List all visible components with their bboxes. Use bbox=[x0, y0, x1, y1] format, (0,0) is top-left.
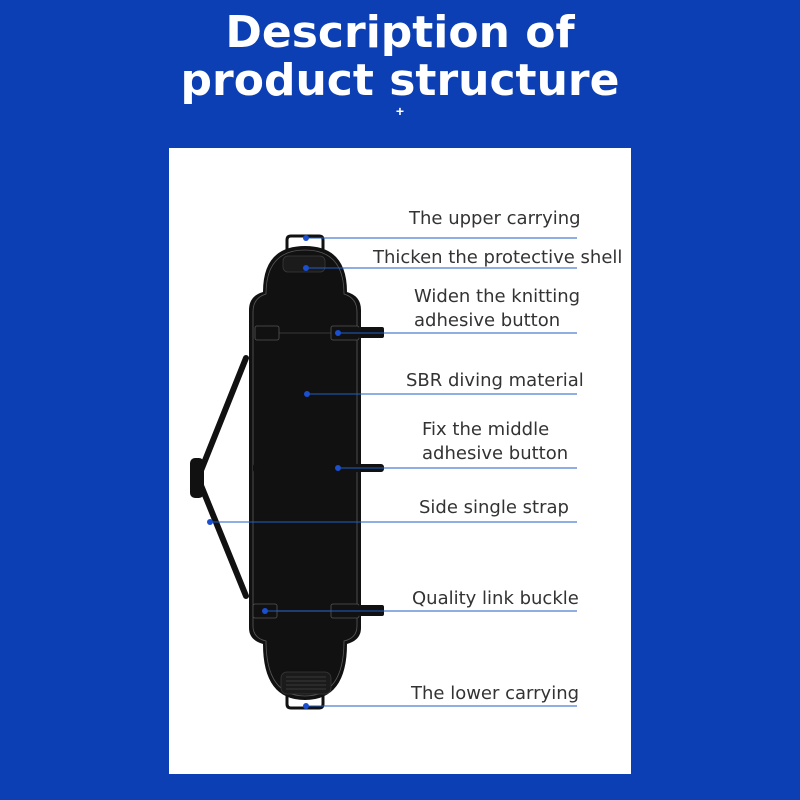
leader-lines bbox=[210, 237, 577, 707]
side-strap-graphic bbox=[190, 355, 249, 599]
title-line-1: Description of bbox=[225, 7, 575, 58]
label-link-buckle: Quality link buckle bbox=[412, 588, 579, 609]
pointer-dots bbox=[207, 235, 341, 709]
label-upper-carrying: The upper carrying bbox=[409, 208, 581, 229]
label-sbr-material: SBR diving material bbox=[406, 370, 584, 391]
label-side-strap: Side single strap bbox=[419, 497, 569, 518]
bag-body bbox=[249, 246, 361, 700]
title-line-2: product structure bbox=[180, 55, 620, 106]
diagram-panel bbox=[169, 148, 631, 774]
label-middle-button-line1: Fix the middle bbox=[422, 419, 550, 440]
label-lower-carrying: The lower carrying bbox=[411, 683, 580, 704]
label-knitting-button-line1: Widen the knitting bbox=[414, 286, 581, 307]
label-knitting-button-line2: adhesive button bbox=[414, 310, 561, 331]
plus-mark: + bbox=[395, 103, 405, 119]
label-protective-shell: Thicken the protective shell bbox=[373, 247, 623, 268]
label-middle-button-line2: adhesive button bbox=[422, 443, 569, 464]
